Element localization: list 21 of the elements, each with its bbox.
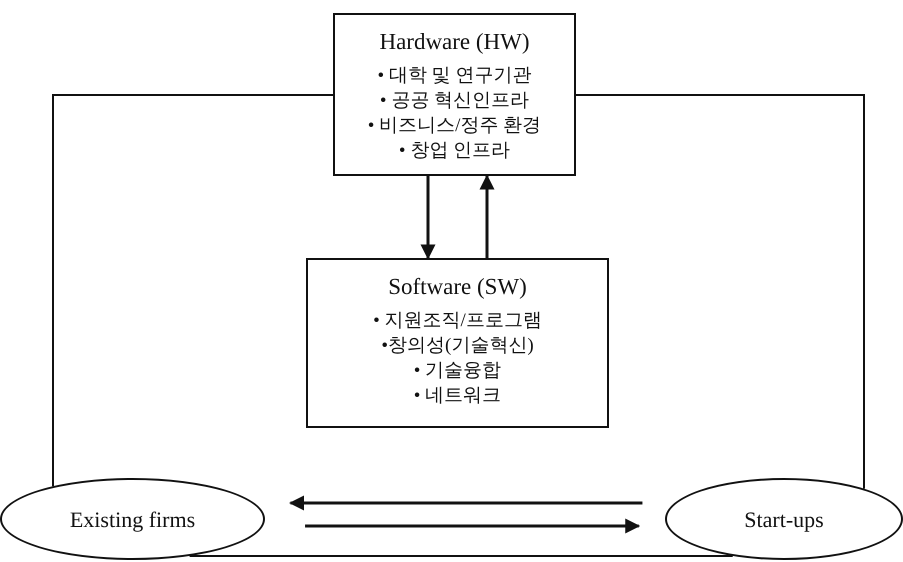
connector-line — [52, 94, 333, 486]
bullet-item: • 지원조직/프로그램 — [373, 309, 542, 333]
connector-line — [190, 555, 733, 557]
arrow — [480, 174, 494, 258]
connector-line — [576, 94, 865, 489]
bullet-item: • 네트워크 — [414, 384, 502, 408]
box-heading: Software (SW) — [388, 274, 527, 300]
hardware-box — [333, 13, 576, 176]
arrow — [420, 176, 436, 260]
bullet-item: • 대학 및 연구기관 — [378, 64, 532, 88]
bullet-item: • 공공 혁신인프라 — [380, 89, 530, 113]
bullet-item: • 비즈니스/정주 환경 — [368, 114, 542, 138]
box-heading: Hardware (HW) — [379, 29, 530, 55]
software-box — [306, 258, 609, 428]
bullet-item: •창의성(기술혁신) — [381, 334, 534, 358]
bullet-item: • 기술융합 — [414, 359, 502, 383]
bullet-item: • 창업 인프라 — [398, 139, 510, 163]
node-label: Start-ups — [744, 506, 824, 532]
node-label: Existing firms — [70, 506, 196, 532]
arrow — [289, 496, 642, 510]
arrow — [305, 518, 640, 534]
